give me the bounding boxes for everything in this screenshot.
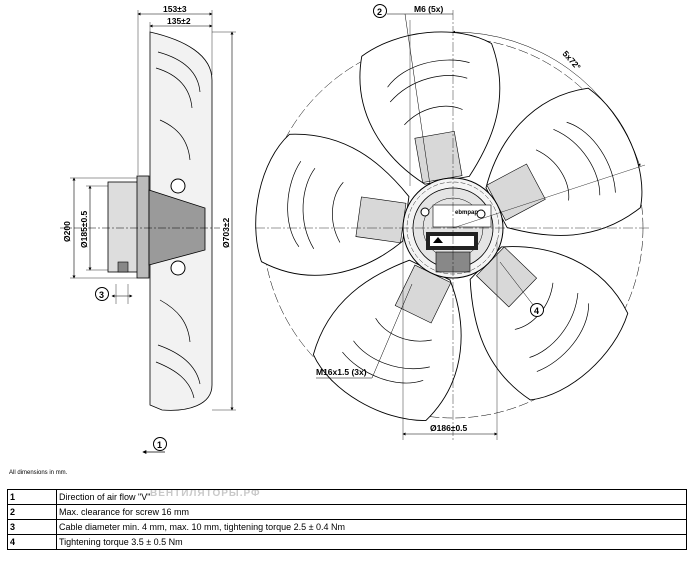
dim-overall-depth: 153±3	[163, 4, 187, 14]
angle-arc	[452, 30, 641, 167]
hub-diameter: Ø186±0.5	[430, 423, 468, 433]
blade-rib	[332, 182, 344, 243]
callout-3: 3	[99, 290, 104, 300]
units-note: All dimensions in mm.	[9, 470, 68, 476]
side-blade-ribs	[155, 51, 201, 399]
mount-thread: M16x1.5 (3x)	[316, 367, 367, 377]
blade-rib	[375, 318, 432, 342]
brand-label: ebmpapst	[455, 210, 483, 216]
blade-rib	[536, 303, 590, 372]
callout-2-circle	[373, 4, 387, 18]
angle-spec: 5x72°	[561, 49, 584, 73]
airflow-arrow: 1	[142, 437, 167, 454]
dim-bolt-circle: Ø185±0.5	[79, 210, 89, 248]
side-motor-housing	[107, 181, 139, 273]
side-view: 153±3 135±2 Ø703±2 Ø200 Ø185±0.5 3	[60, 4, 236, 411]
screw-spec: M6 (5x)	[414, 4, 443, 14]
blade-rib	[342, 351, 424, 384]
hub-label-plate	[432, 204, 492, 228]
side-flange	[136, 175, 150, 279]
blade-rib	[302, 167, 316, 250]
impeller-blade	[312, 259, 462, 422]
legend-number: 3	[7, 519, 57, 535]
legend-text: Cable diameter min. 4 mm, max. 10 mm, ti…	[56, 519, 687, 535]
blade-rib	[529, 292, 579, 358]
callout-1: 1	[157, 440, 162, 450]
callout-1-circle	[153, 437, 167, 451]
callout-2: 2	[377, 7, 382, 17]
blade-rib	[353, 340, 430, 369]
blade-root-plate	[414, 130, 463, 183]
legend-text: Tightening torque 3.5 ± 0.5 Nm	[56, 534, 687, 550]
impeller-blade	[255, 133, 410, 276]
legend-number: 1	[7, 489, 57, 505]
callout-3-circle	[95, 287, 109, 301]
legend-text: Max. clearance for screw 16 mm	[56, 504, 687, 520]
dim-flange-diameter: Ø200	[62, 221, 72, 242]
impeller-blade	[469, 246, 629, 401]
dim-outer-diameter: Ø703±2	[221, 218, 231, 248]
legend-number: 2	[7, 504, 57, 520]
front-view: ebmpapst 2 M6 (5x) 5x72° M16x1.5 (3x) 4	[255, 4, 650, 440]
callout-4: 4	[534, 306, 539, 316]
dim-blade-depth: 135±2	[167, 16, 191, 26]
technical-drawing: 153±3 135±2 Ø703±2 Ø200 Ø185±0.5 3 ebmpa…	[60, 4, 650, 454]
legend-text: Direction of air flow "V"	[56, 489, 687, 505]
callout-4-circle	[530, 303, 544, 317]
blade-root-plate	[355, 196, 407, 244]
legend-number: 4	[7, 534, 57, 550]
blade-rib	[287, 160, 302, 247]
